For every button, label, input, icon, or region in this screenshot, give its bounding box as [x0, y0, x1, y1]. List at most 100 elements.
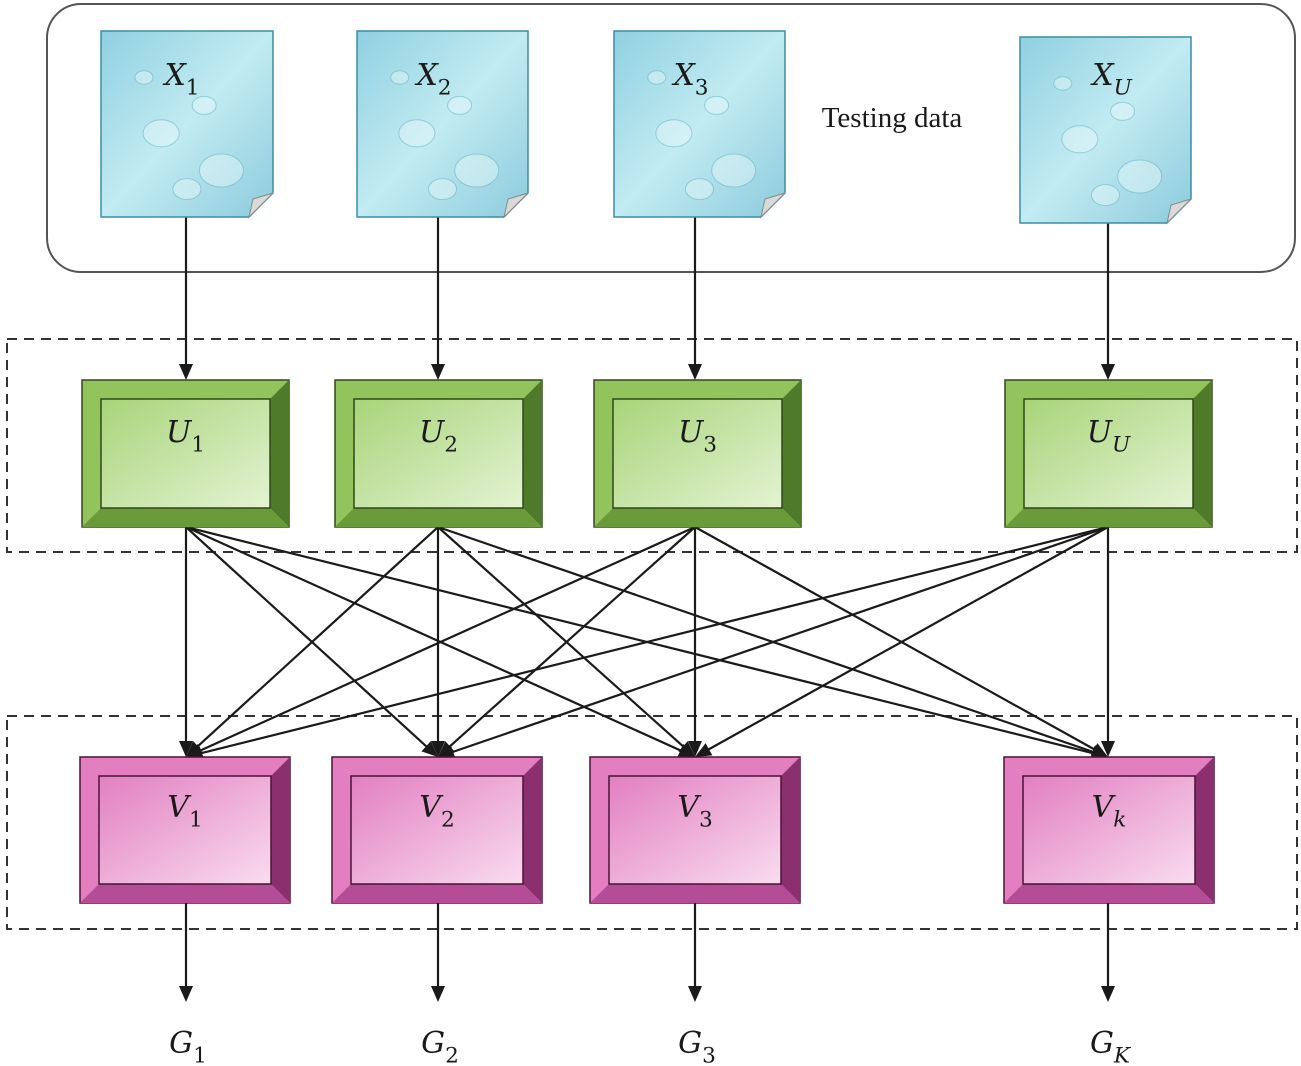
output-to-result-arrow-4-head — [1101, 986, 1115, 1002]
page-curl-icon — [1166, 198, 1192, 225]
bevel-shadow — [523, 757, 542, 903]
droplet-texture — [191, 95, 217, 115]
hidden-node-3: U3 — [593, 379, 802, 528]
bevel-bottom — [1004, 884, 1214, 903]
result-label-2: G2 — [421, 1026, 459, 1066]
input-label-2-base: X — [414, 58, 439, 93]
droplet-texture — [647, 70, 667, 85]
droplet-texture — [1110, 101, 1136, 121]
droplet-texture — [172, 178, 202, 201]
output-label-1-subscript: 1 — [189, 808, 203, 833]
input-label-1-base: X — [162, 58, 187, 93]
result-label-3-base: G — [678, 1026, 702, 1061]
droplet-texture — [655, 119, 693, 148]
output-label-4-base: V — [1092, 790, 1117, 825]
result-label-4: GK — [1090, 1026, 1132, 1066]
hidden-1-to-output-3-arrow-line — [185, 525, 687, 754]
output-label-1: V1 — [167, 790, 202, 833]
droplet-texture — [685, 178, 714, 201]
input-document-4: XU — [1019, 36, 1192, 225]
hidden-node-2: U2 — [334, 379, 543, 528]
testing-data-container — [46, 3, 1296, 273]
output-label-3: V3 — [677, 790, 712, 833]
hidden-label-3: U3 — [678, 415, 717, 458]
output-label-4: Vk — [1092, 790, 1127, 833]
hidden-label-1: U1 — [166, 415, 205, 458]
hidden-2-to-output-3-arrow-line — [437, 526, 689, 752]
result-label-4-subscript: K — [1113, 1044, 1132, 1066]
output-node-1: V1 — [79, 756, 291, 904]
node-face — [353, 398, 524, 509]
result-label-3: G3 — [678, 1026, 716, 1066]
result-label-2-subscript: 2 — [445, 1044, 459, 1066]
output-node-3: V3 — [589, 756, 801, 904]
page-curl-icon — [248, 192, 274, 219]
output-label-2: V2 — [419, 790, 454, 833]
output-node-4: Vk — [1003, 756, 1215, 904]
node-face — [608, 775, 782, 885]
bevel-shadow — [523, 380, 542, 527]
input-label-3: X3 — [671, 58, 708, 101]
droplet-texture — [1053, 76, 1073, 91]
droplet-texture — [447, 95, 473, 115]
hidden-3-to-output-4-arrow-line — [694, 526, 1100, 754]
input-label-2-subscript: 2 — [438, 76, 452, 101]
bevel-bottom — [335, 508, 542, 527]
droplet-texture — [134, 70, 154, 85]
hidden-label-1-base: U — [166, 415, 193, 450]
node-face — [100, 398, 271, 509]
hidden-node-4: UU — [1004, 379, 1213, 528]
testing-data-label: Testing data — [822, 102, 963, 134]
input-document-2: X2 — [356, 30, 529, 219]
droplet-texture — [711, 153, 757, 188]
droplet-texture — [428, 178, 457, 201]
hidden-3-to-output-2-arrow-head — [438, 741, 455, 757]
output-to-result-arrow-2-head — [431, 986, 445, 1002]
node-face — [98, 775, 272, 885]
hidden-1-to-output-2-arrow-head — [421, 741, 438, 757]
droplet-texture — [198, 153, 244, 188]
hidden-layer-box — [6, 338, 1298, 553]
bevel-shadow — [1195, 757, 1214, 903]
node-face — [612, 398, 783, 509]
bevel-shadow — [271, 757, 290, 903]
hidden-label-4: UU — [1087, 415, 1131, 458]
hidden-label-1-subscript: 1 — [191, 433, 205, 458]
result-label-1-base: G — [169, 1026, 193, 1061]
hidden-node-1: U1 — [81, 379, 290, 528]
hidden-3-to-output-1-arrow-line — [194, 525, 696, 754]
hidden-4-to-output-1-arrow-line — [195, 525, 1109, 756]
input-document-1: X1 — [100, 30, 274, 219]
hidden-label-3-subscript: 3 — [703, 433, 717, 458]
node-face — [1022, 775, 1196, 885]
output-label-1-base: V — [167, 790, 192, 825]
input-to-hidden-arrow-2-head — [431, 364, 445, 380]
result-label-2-base: G — [421, 1026, 445, 1061]
connections — [179, 217, 1115, 1002]
bevel-shadow — [782, 380, 801, 527]
droplet-texture — [454, 153, 500, 188]
input-label-1-subscript: 1 — [186, 76, 200, 101]
page-curl-icon — [760, 192, 786, 219]
bevel-bottom — [80, 884, 290, 903]
result-label-1: G1 — [169, 1026, 207, 1066]
input-to-hidden-arrow-4-head — [1101, 364, 1115, 380]
hidden-1-to-output-1-arrow-head — [179, 741, 193, 757]
droplet-texture — [398, 119, 436, 148]
bevel-shadow — [1193, 380, 1212, 527]
output-label-4-subscript: k — [1113, 808, 1126, 833]
node-face — [1023, 398, 1194, 509]
hidden-label-4-subscript: U — [1112, 433, 1131, 458]
droplet-texture — [390, 70, 410, 85]
hidden-label-4-base: U — [1087, 415, 1114, 450]
hidden-4-to-output-3-arrow-head — [695, 743, 713, 757]
bevel-bottom — [594, 508, 801, 527]
droplet-texture — [1091, 184, 1120, 207]
result-label-4-base: G — [1090, 1026, 1114, 1061]
hidden-2-to-output-3-arrow-head — [678, 741, 695, 757]
